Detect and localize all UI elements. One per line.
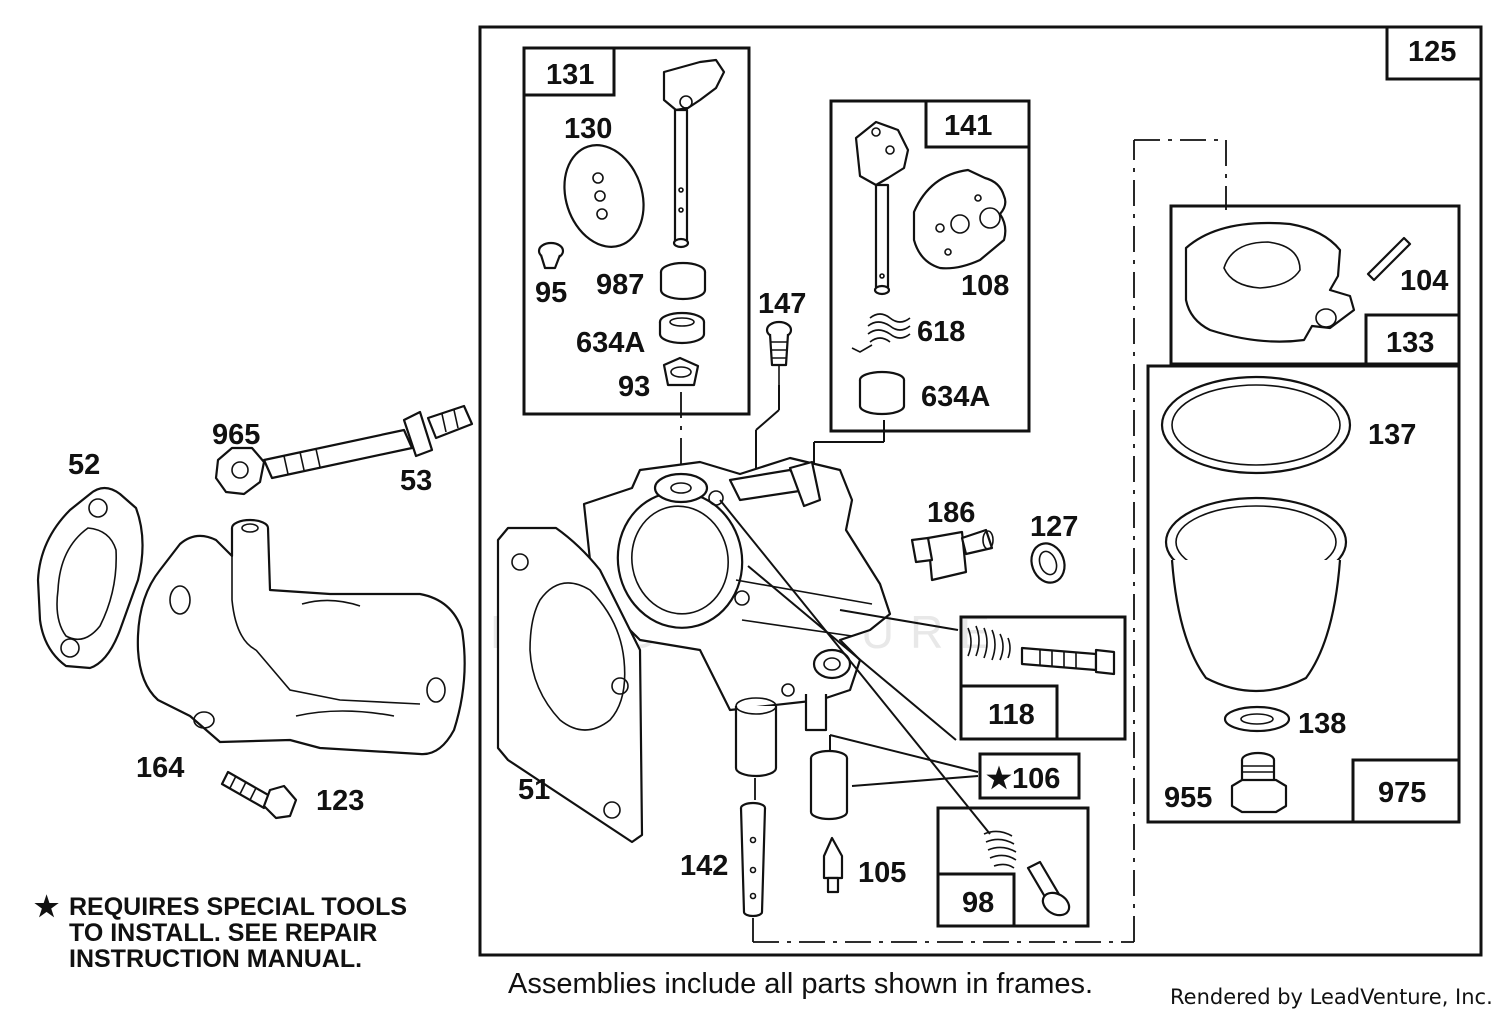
frame-141-tag [924,99,1031,149]
throttle-shaft-part [854,120,910,296]
emulsion-tube-part-142 [739,801,767,918]
label-105: 105 [858,857,906,889]
idle-screw-part-98 [1026,860,1071,917]
frame-125 [478,25,1483,957]
assemblies-caption: Assemblies include all parts shown in fr… [508,968,1094,1000]
frame-118-tag [959,684,1059,741]
label-186: 186 [927,497,975,529]
label-975: 975 [1378,777,1426,809]
bowl-nut-part-955 [1230,751,1288,814]
washer-part-138 [1223,705,1291,733]
label-618: 618 [917,316,965,348]
special-tools-note: ★ REQUIRES SPECIAL TOOLS TO INSTALL. SEE… [34,891,464,973]
label-118: 118 [988,699,1035,731]
label-51: 51 [518,774,550,806]
label-987: 987 [596,269,644,301]
bowl-gasket-part-137 [1160,375,1352,475]
stud-part-53 [262,404,474,480]
float-bowl-part [1164,496,1348,692]
label-147: 147 [758,288,806,320]
seat-part-106 [809,749,849,821]
label-965: 965 [212,419,260,451]
seal-part-634a-right [858,370,906,416]
label-98: 98 [962,887,994,919]
nut-part-965 [214,446,266,496]
frame-106-tag [978,752,1081,800]
washer-part-634a [658,311,706,345]
label-955: 955 [1164,782,1212,814]
label-130: 130 [564,113,612,145]
pin-part-104 [1366,236,1412,282]
label-634a-left: 634A [576,327,645,359]
label-138: 138 [1298,708,1346,740]
note-line-1: REQUIRES SPECIAL TOOLS [69,893,408,921]
frame-131-tag [522,46,616,97]
frame-125-tag [1385,25,1483,81]
intake-elbow-part-164 [136,518,466,756]
label-95: 95 [535,277,567,309]
float-part-133 [1184,221,1356,343]
frame-131 [522,46,751,416]
label-123: 123 [316,785,364,817]
label-131: 131 [546,59,594,91]
note-line-2: TO INSTALL. SEE REPAIR [69,919,378,947]
gasket-part-52 [36,486,144,670]
retainer-part-93 [662,356,700,387]
screw-part-147 [765,320,793,385]
idle-spring-part-98 [983,830,1017,869]
choke-shaft-part-987 [662,58,726,249]
mixture-screw-part-118 [1020,646,1116,676]
frame-98-tag [936,872,1016,928]
fitting-part-186 [910,528,994,582]
carburetor-body [582,456,892,778]
throttle-plate-part-108 [912,168,1007,270]
spring-part-118 [967,625,1011,661]
label-127: 127 [1030,511,1078,543]
rendered-by-credit: Rendered by LeadVenture, Inc. [1170,985,1493,1009]
note-line-3: INSTRUCTION MANUAL. [69,945,363,973]
seal-part-987 [659,261,707,301]
label-142: 142 [680,850,728,882]
label-53: 53 [400,465,432,497]
star-icon: ★ [34,891,60,922]
needle-part-105 [822,836,844,894]
label-634a-right: 634A [921,381,990,413]
label-104: 104 [1400,265,1448,297]
label-137: 137 [1368,419,1416,451]
frame-975 [1146,364,1461,824]
frame-133 [1169,204,1461,366]
label-108: 108 [961,270,1009,302]
label-125: 125 [1408,36,1456,68]
screw-part-123 [220,770,298,820]
plug-part-127 [1030,542,1066,584]
frame-133-tag [1364,313,1461,366]
choke-plate-part-130 [563,144,645,248]
label-106: ★106 [986,763,1060,795]
frame-975-tag [1351,758,1461,824]
label-93: 93 [618,371,650,403]
screw-part-95 [537,241,565,270]
label-52: 52 [68,449,100,481]
gasket-part-51 [496,526,644,844]
label-133: 133 [1386,327,1434,359]
label-141: 141 [944,110,992,142]
label-164: 164 [136,752,184,784]
spring-part-618 [851,313,911,353]
